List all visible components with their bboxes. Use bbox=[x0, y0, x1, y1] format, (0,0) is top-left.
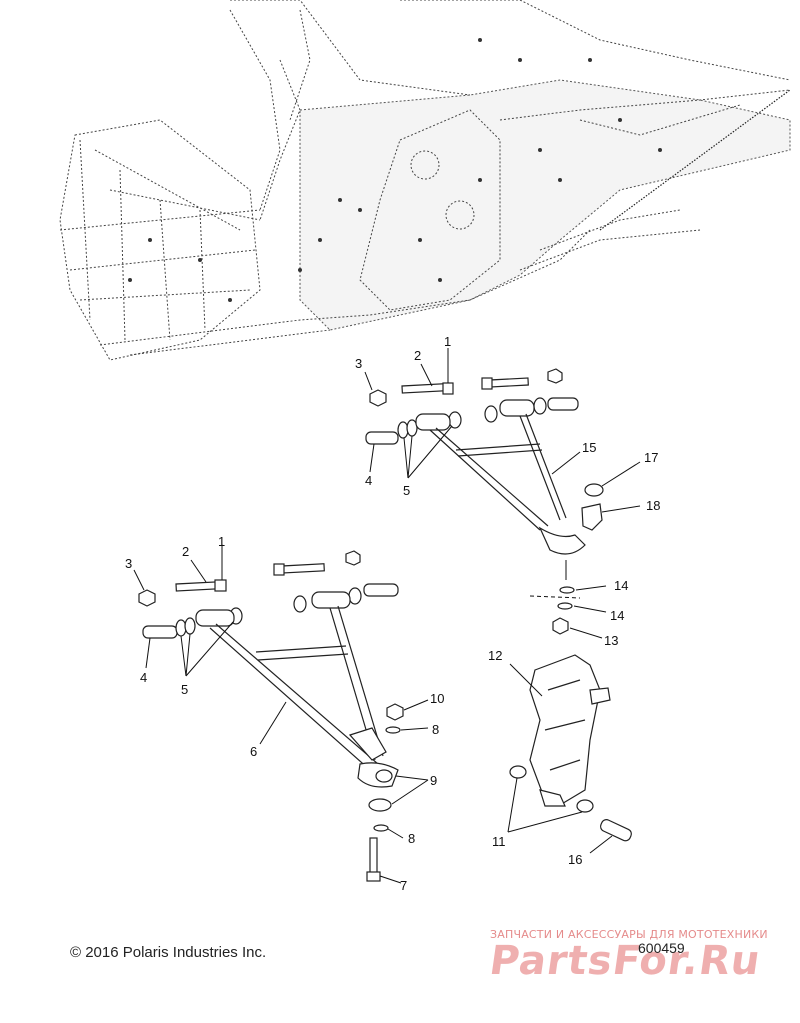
callout-bot-1: 1 bbox=[218, 534, 225, 549]
chassis-frame bbox=[59, 0, 791, 361]
copyright-text: © 2016 Polaris Industries Inc. bbox=[70, 944, 267, 961]
callout-12: 12 bbox=[488, 648, 502, 663]
callout-labels: 1 2 3 4 5 15 17 18 14 14 13 1 2 3 4 5 6 … bbox=[125, 334, 660, 893]
callout-bot-10: 10 bbox=[430, 691, 444, 706]
callout-top-5: 5 bbox=[403, 483, 410, 498]
callout-top-15: 15 bbox=[582, 440, 596, 455]
callout-bot-2: 2 bbox=[182, 544, 189, 559]
callout-bot-5: 5 bbox=[181, 682, 188, 697]
callout-bot-3: 3 bbox=[125, 556, 132, 571]
callout-top-18: 18 bbox=[646, 498, 660, 513]
callout-bot-4: 4 bbox=[140, 670, 147, 685]
callout-top-17: 17 bbox=[644, 450, 658, 465]
callout-top-4: 4 bbox=[365, 473, 372, 488]
callout-top-3: 3 bbox=[355, 356, 362, 371]
callout-11: 11 bbox=[492, 834, 506, 849]
callout-bot-9: 9 bbox=[430, 773, 437, 788]
callout-bot-8a: 8 bbox=[432, 722, 439, 737]
callout-top-13: 13 bbox=[604, 633, 618, 648]
callout-top-2: 2 bbox=[414, 348, 421, 363]
spindle-assembly bbox=[509, 654, 632, 842]
watermark-logo: PartsFor.Ru bbox=[486, 938, 764, 984]
drawing-number: 600459 bbox=[638, 940, 685, 956]
leader-lines bbox=[133, 348, 641, 884]
upper-a-arm-assembly bbox=[365, 368, 604, 635]
callout-top-14b: 14 bbox=[610, 608, 624, 623]
callout-top-14a: 14 bbox=[614, 578, 628, 593]
callout-bot-7: 7 bbox=[400, 878, 407, 893]
callout-16: 16 bbox=[568, 852, 582, 867]
callout-bot-8b: 8 bbox=[408, 831, 415, 846]
lower-a-arm-assembly bbox=[138, 550, 404, 882]
callout-top-1: 1 bbox=[444, 334, 451, 349]
watermark-tagline: ЗАПЧАСТИ И АКСЕССУАРЫ ДЛЯ МОТОТЕХНИКИ bbox=[490, 928, 768, 941]
callout-bot-6: 6 bbox=[250, 744, 257, 759]
